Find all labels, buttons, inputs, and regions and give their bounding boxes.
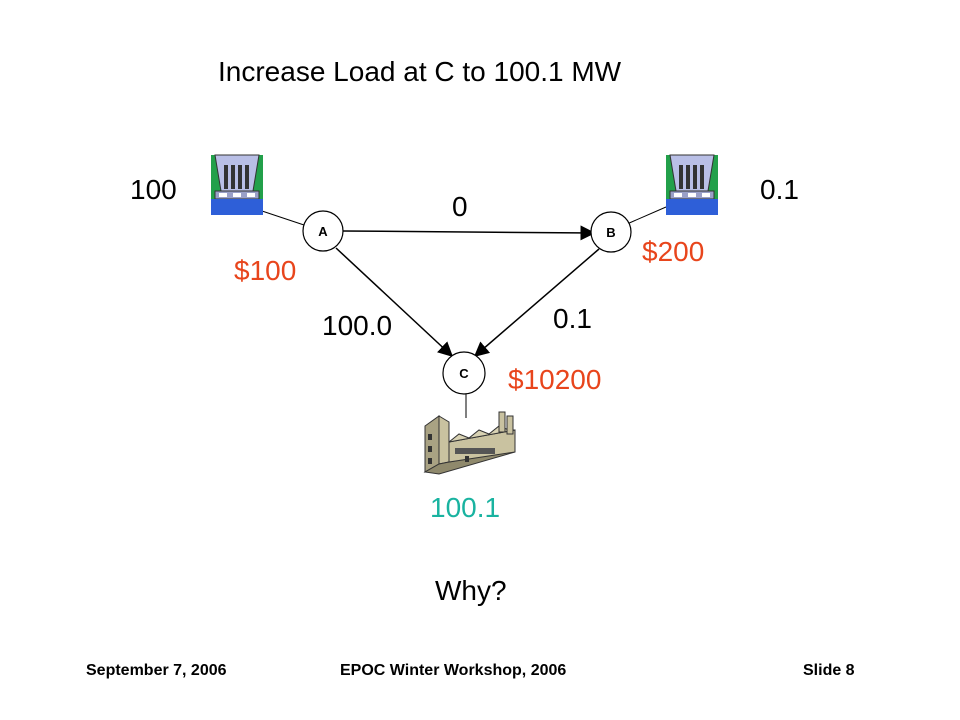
load-c-label: 100.1 [430, 492, 501, 523]
price-a-label: $100 [234, 255, 297, 286]
bus-a-label: A [318, 224, 328, 239]
generator-b-icon [666, 154, 718, 215]
bus-b: B [590, 211, 632, 253]
bus-c-label: C [459, 366, 469, 381]
flow-a-to-c-label: 100.0 [322, 310, 393, 341]
footer-event: EPOC Winter Workshop, 2006 [340, 662, 567, 679]
footer-slide-number: Slide 8 [803, 662, 855, 679]
generation-b-label: 0.1 [760, 174, 799, 205]
bus-c: C [442, 351, 486, 395]
flow-a-to-b-label: 0 [452, 191, 468, 222]
flow-line-a-to-c [335, 247, 454, 358]
flow-line-a-to-b [342, 225, 596, 241]
price-c-label: $10200 [508, 364, 602, 395]
question-text: Why? [435, 575, 507, 606]
bus-b-label: B [606, 225, 615, 240]
bus-a: A [302, 210, 344, 252]
flow-b-to-c-label: 0.1 [553, 303, 592, 334]
line-generator-b-to-bus-b [626, 206, 667, 225]
flow-line-b-to-c [473, 248, 600, 357]
factory-load-icon [423, 411, 516, 475]
slide-title: Increase Load at C to 100.1 MW [218, 56, 622, 87]
generator-a-icon [211, 154, 263, 215]
price-b-label: $200 [642, 236, 705, 267]
footer-date: September 7, 2006 [86, 662, 227, 679]
generation-a-label: 100 [130, 174, 177, 205]
line-generator-a-to-bus-a [261, 210, 305, 226]
